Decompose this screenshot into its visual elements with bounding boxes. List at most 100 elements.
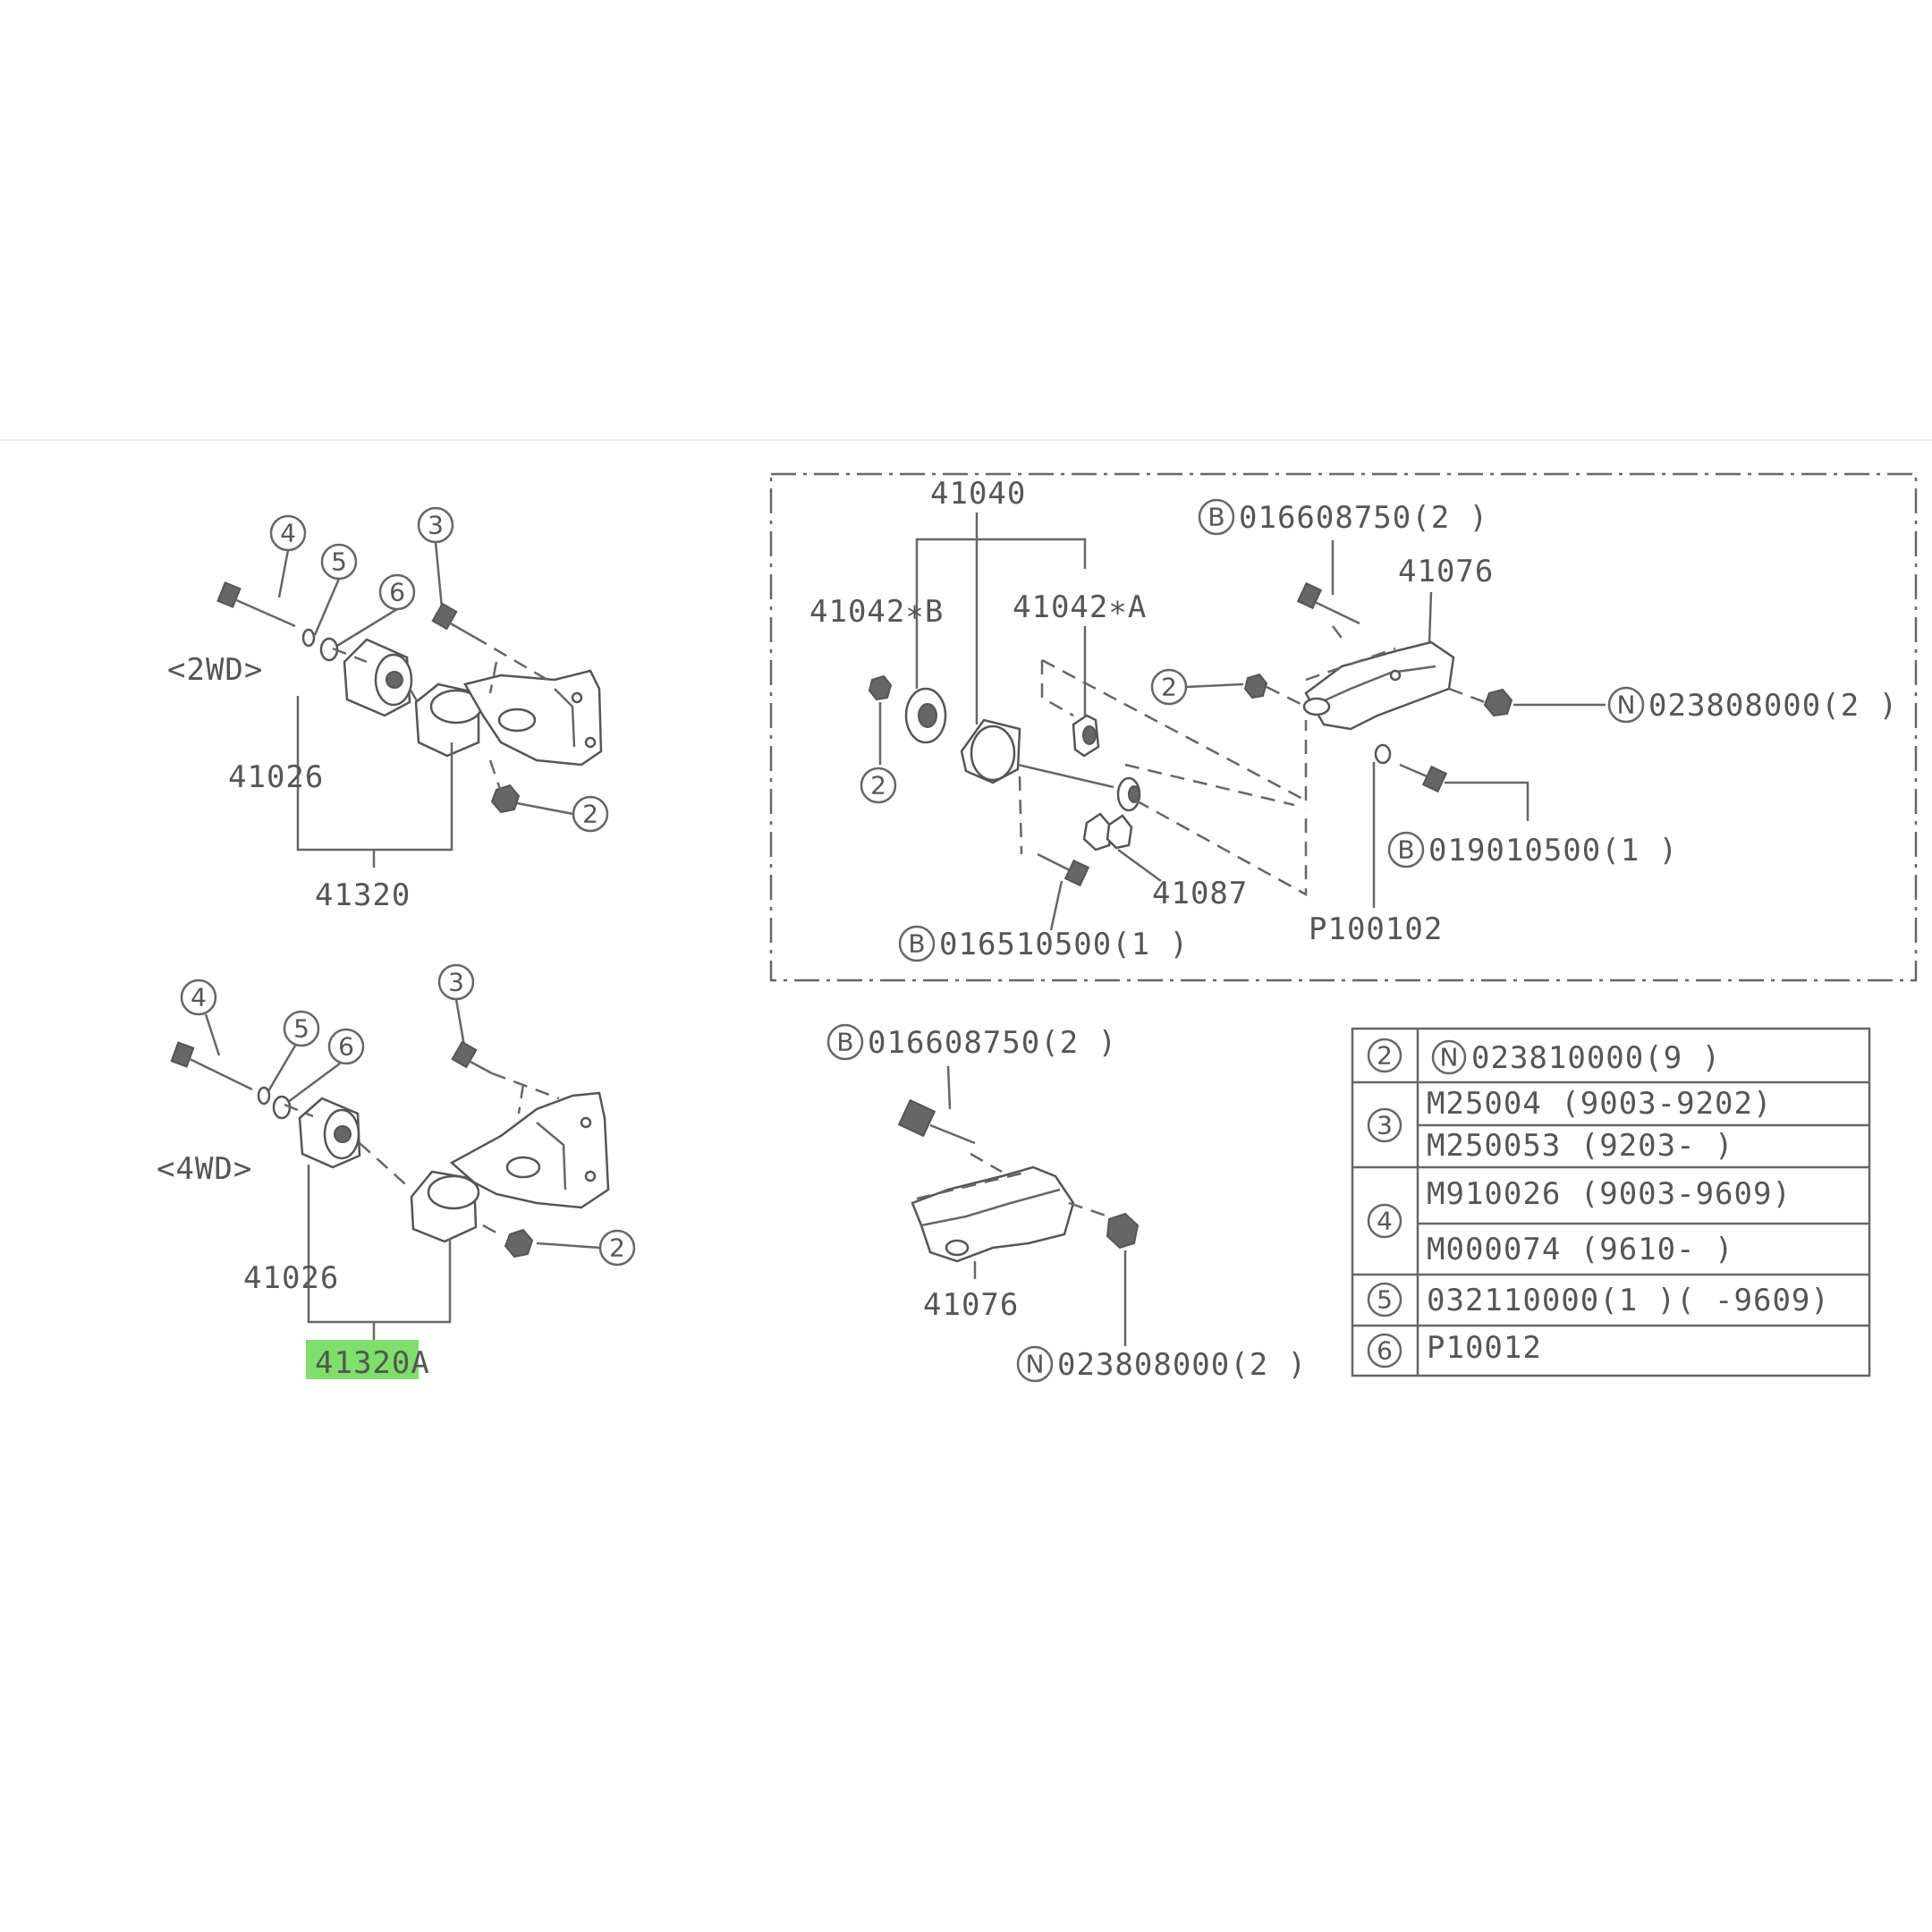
bushing-a-icon	[1072, 714, 1100, 758]
table-row: M250053 (9203- )	[1427, 1128, 1734, 1164]
bolt-icon	[897, 1098, 976, 1145]
mount-sleeve-icon	[960, 718, 1021, 784]
washer-label-p100102: P100102	[1309, 911, 1443, 947]
svg-text:023810000(9 ): 023810000(9 )	[1471, 1040, 1721, 1076]
svg-text:2: 2	[1161, 673, 1177, 702]
svg-text:M25004 (9003-9202): M25004 (9003-9202)	[1427, 1086, 1772, 1122]
stopper-icon	[1082, 812, 1133, 852]
table-row: 3 M25004 (9003-9202)	[1367, 1086, 1772, 1143]
callout-3: 3	[437, 963, 475, 1001]
callout-5: 5	[283, 1010, 320, 1047]
svg-text:N: N	[1440, 1043, 1459, 1072]
nut-icon	[504, 1228, 534, 1258]
svg-text:5: 5	[293, 1014, 309, 1044]
nut-callout: N 023808000(2 )	[1607, 686, 1898, 724]
svg-text:3: 3	[428, 511, 444, 540]
upper-bracket-icon	[1302, 640, 1455, 731]
table-row: 5 032110000(1 )( -9609)	[1367, 1282, 1830, 1318]
bushing-icon	[298, 1097, 361, 1169]
svg-text:4: 4	[191, 983, 207, 1013]
bolt-callout: B 016608750(2 )	[826, 1023, 1116, 1061]
bushing-label-4wd: 41026	[243, 1260, 339, 1296]
long-bolt-icon	[216, 581, 296, 628]
callout-2-left: 2	[860, 767, 897, 804]
svg-text:B: B	[908, 929, 925, 959]
table-row: 4 M910026 (9003-9609)	[1367, 1176, 1791, 1239]
nut-callout: N 023808000(2 )	[1016, 1345, 1307, 1383]
washer-icon	[1374, 743, 1392, 765]
svg-text:2: 2	[609, 1233, 625, 1263]
sleeve-icon	[414, 682, 483, 758]
group-lower-bracket: B 016608750(2 ) 41076 N 023808000(2 )	[826, 1023, 1307, 1383]
svg-text:6: 6	[338, 1032, 354, 1062]
washer-icon	[301, 628, 339, 662]
bolt-bottom-callout: B 016510500(1 )	[898, 925, 1189, 962]
svg-text:M250053 (9203- ): M250053 (9203- )	[1427, 1128, 1734, 1164]
bushing-icon	[343, 638, 413, 717]
variant-2wd-label: <2WD>	[167, 652, 263, 688]
svg-text:019010500(1 ): 019010500(1 )	[1428, 833, 1678, 869]
callout-6: 6	[378, 573, 416, 611]
upper-bolt-icon	[1296, 581, 1360, 625]
svg-text:P10012: P10012	[1427, 1330, 1542, 1366]
bolt-top-callout: B 016608750(2 )	[1198, 498, 1487, 536]
nut-icon	[868, 674, 893, 701]
callout-4: 4	[180, 979, 217, 1016]
callout-2: 2	[598, 1229, 636, 1267]
side-bolt-icon	[1399, 763, 1448, 793]
svg-text:3: 3	[448, 968, 464, 997]
svg-text:B: B	[1208, 503, 1224, 532]
svg-text:3: 3	[1377, 1111, 1393, 1140]
callout-5: 5	[320, 543, 358, 580]
table-row: M000074 (9610- )	[1427, 1232, 1734, 1267]
svg-text:B: B	[836, 1028, 853, 1057]
lower-bracket-icon	[911, 1165, 1075, 1263]
reference-table: 2 N 023810000(9 ) 3 M25004 (9003-9202) M…	[1351, 1027, 1871, 1377]
callout-3: 3	[417, 506, 454, 544]
nut-icon	[490, 784, 521, 814]
variant-4wd-label: <4WD>	[157, 1151, 252, 1187]
callout-4: 4	[269, 514, 307, 552]
bolt-right-callout: B 019010500(1 )	[1387, 831, 1678, 869]
flange-nut-icon	[1106, 1212, 1140, 1250]
long-bolt-icon	[170, 1041, 253, 1091]
svg-text:5: 5	[331, 547, 347, 577]
stopper-label-41087: 41087	[1152, 876, 1248, 911]
svg-text:032110000(1 )( -9609): 032110000(1 )( -9609)	[1427, 1283, 1830, 1318]
svg-text:023808000(2 ): 023808000(2 )	[1057, 1347, 1307, 1383]
assembly-label-41320: 41320	[315, 877, 411, 913]
svg-text:4: 4	[1377, 1207, 1393, 1236]
svg-text:6: 6	[1377, 1336, 1393, 1366]
bottom-bolt-icon	[1037, 852, 1090, 887]
svg-text:B: B	[1397, 835, 1414, 865]
bushing-label-2wd: 41026	[228, 759, 324, 795]
assembly-label-41040: 41040	[930, 476, 1026, 512]
svg-text:M000074 (9610- ): M000074 (9610- )	[1427, 1232, 1734, 1267]
group-rear-mount-assembly: 41040 41042∗B 41042∗A B 016608750(2 ) 41…	[769, 472, 1918, 982]
svg-text:023808000(2 ): 023808000(2 )	[1648, 688, 1898, 724]
nut-icon	[1483, 688, 1513, 717]
bushing-b-icon	[904, 687, 947, 744]
sleeve-icon	[410, 1170, 480, 1243]
assembly-label-41320a: 41320A	[315, 1345, 430, 1381]
short-bolt-icon	[431, 602, 475, 639]
svg-text:N: N	[1617, 691, 1636, 720]
group-4wd: 4 5 6 3 2	[157, 963, 636, 1381]
bracket-label-41076-lower: 41076	[923, 1287, 1019, 1323]
svg-text:N: N	[1026, 1350, 1045, 1379]
svg-text:2: 2	[1377, 1041, 1393, 1071]
svg-text:5: 5	[1377, 1285, 1393, 1315]
svg-text:6: 6	[389, 578, 405, 607]
callout-6: 6	[327, 1028, 365, 1065]
table-row: 6 P10012	[1367, 1330, 1542, 1368]
callout-2-mid: 2	[1150, 668, 1188, 706]
svg-text:2: 2	[582, 800, 598, 829]
nut-icon	[1243, 673, 1268, 699]
crossmember-bracket-icon	[463, 669, 603, 767]
group-2wd: 4 5 6 3 2	[167, 506, 609, 913]
rod-end-bushing-icon	[1116, 776, 1141, 812]
washer-icon	[257, 1086, 292, 1120]
svg-text:016510500(1 ): 016510500(1 )	[939, 927, 1189, 962]
table-row: 2 N 023810000(9 )	[1367, 1038, 1721, 1076]
